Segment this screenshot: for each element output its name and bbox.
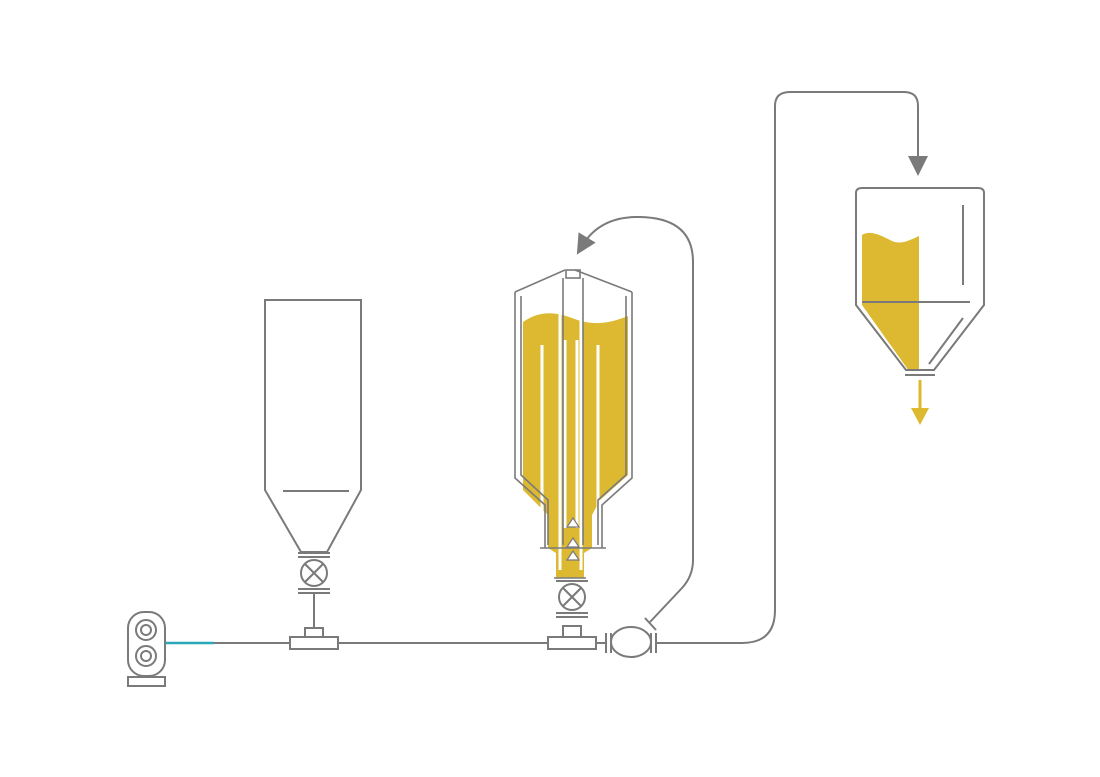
transfer-line [656,91,928,644]
feed-hopper-valve-icon [298,559,330,630]
reactor-vessel-icon [514,269,633,579]
recirculation-line [576,215,694,623]
reactor-nozzle-icon [565,516,581,561]
reactor-valve-icon [556,580,588,618]
receiver-bin-icon [855,187,985,376]
rotary-diverter-icon [605,617,657,658]
feed-hopper-icon [264,299,362,558]
roots-blower-icon [127,611,166,687]
feed-tee-icon [289,627,339,650]
product-discharge-arrow-icon [911,380,929,425]
reactor-tee-icon [547,625,597,650]
